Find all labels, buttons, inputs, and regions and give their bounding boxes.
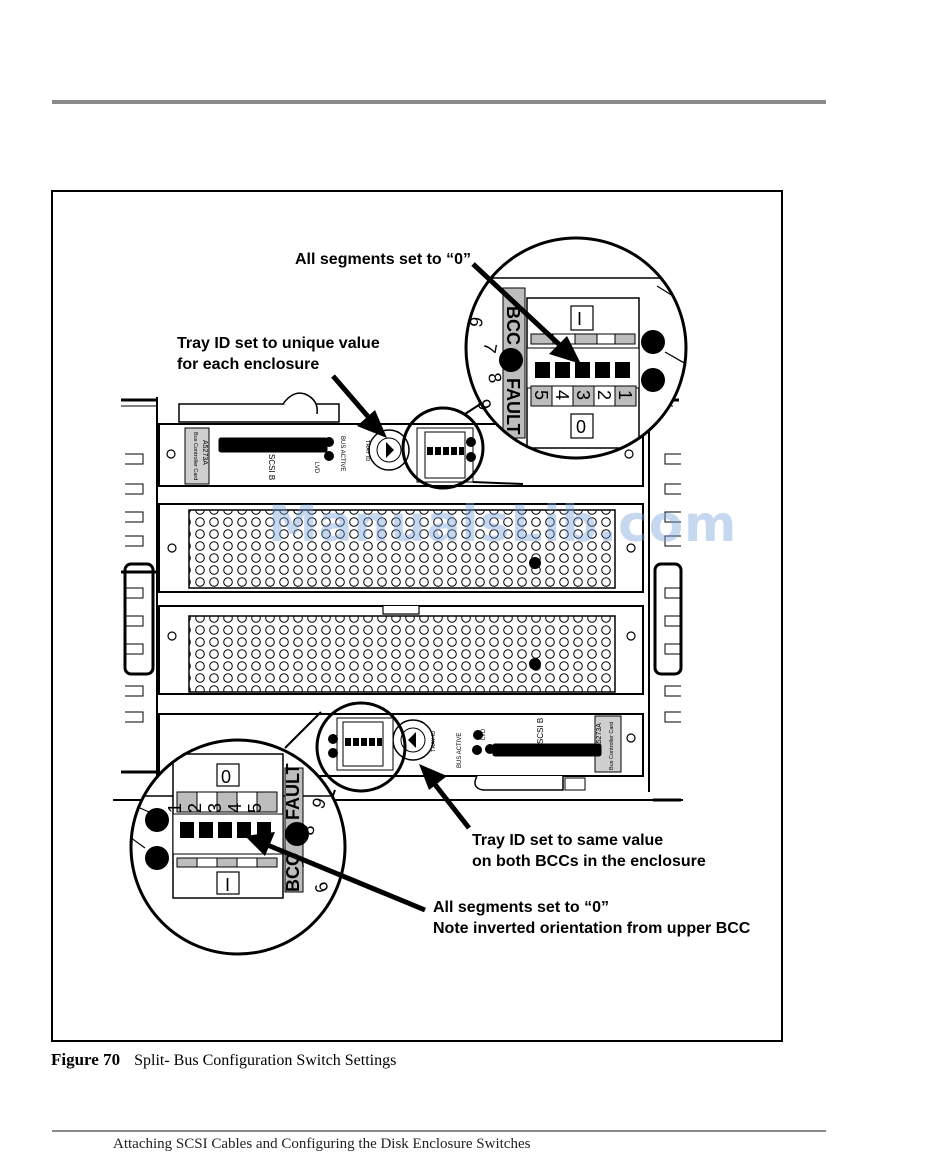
lower-scsi-label: SCSI B [536,718,545,744]
lower-switch-detail-ring [315,701,407,793]
drive-carrier-lower [158,605,644,695]
callout-all-segments-bottom-line1: All segments set to “0” [433,899,610,916]
lower-lvd-label: LVD [481,728,487,740]
upper-lvd-label: LVD [313,462,319,474]
zoom-upper-switch [466,238,686,458]
zoom-top-switch-num-1: 1 [615,390,635,400]
zoom-bottom-on-marker: I [225,875,230,895]
zoom-bottom-off-marker: 0 [221,767,231,787]
upper-card-name: Bus Controller Card [192,432,198,480]
callout-tray-id-same-line1: Tray ID set to same value [472,832,664,849]
callout-all-segments-bottom-line2: Note inverted orientation from upper BCC [433,920,751,937]
zoom-bottom-switch-num-5: 5 [245,803,265,813]
zoom-top-bcc-label: BCC [503,306,523,345]
upper-tray-id-label: TRAY ID [364,440,370,461]
zoom-bottom-switch-num-1: 1 [165,803,185,813]
callout-all-segments-top: All segments set to “0” [295,251,472,268]
drive-carrier-upper [158,503,644,593]
callout-tray-id-same-line2: on both BCCs in the enclosure [472,853,706,870]
enclosure-illustration: A5273A Bus Controller Card SCSI B BUS AC… [113,236,688,956]
enclosure-chassis [121,397,683,802]
zoom-bottom-switch-num-2: 2 [185,803,205,813]
footer-rule [52,1130,826,1132]
callout-tray-id-unique-line1: Tray ID set to unique value [177,335,380,352]
upper-scsi-label: SCSI B [267,454,276,480]
zoom-top-dial-7: 7 [479,341,500,354]
zoom-top-fault-label: FAULT [503,378,523,435]
zoom-bottom-switch-num-4: 4 [225,803,245,813]
zoom-top-dial-8: 8 [484,371,505,384]
zoom-bottom-fault-label: FAULT [283,763,303,820]
zoom-top-on-marker: I [577,309,582,329]
page-footer: Attaching SCSI Cables and Configuring th… [113,1136,531,1152]
watermark: ManualsLib.com [268,495,738,553]
figure-frame: A5273A Bus Controller Card SCSI B BUS AC… [51,190,783,1042]
zoom-top-switch-num-4: 4 [552,390,572,400]
figure-number: Figure 70 [51,1050,121,1069]
upper-switch-detail-ring [401,406,485,490]
figure-caption-text: Split- Bus Configuration Switch Settings [134,1052,397,1069]
lower-card-name: Bus Controller Card [609,722,615,770]
callout-tray-id-unique-line2: for each enclosure [177,356,320,373]
zoom-top-switch-num-5: 5 [531,390,551,400]
figure-caption: Figure 70 Split- Bus Configuration Switch… [51,1050,396,1070]
zoom-top-switch-num-3: 3 [573,390,593,400]
callout-arrows [245,262,581,913]
header-rule [52,100,826,104]
upper-card-model: A5273A [201,440,208,465]
zoom-bottom-bcc-label: BCC [283,853,303,892]
zoom-bottom-switch-num-3: 3 [205,803,225,813]
lower-bus-active-label: BUS ACTIVE [457,733,463,768]
zoom-top-switch-num-2: 2 [594,390,614,400]
lower-card-model: A5273A [596,723,603,748]
zoom-bottom-dial-8: 8 [297,823,318,836]
zoom-top-off-marker: 0 [576,417,586,437]
upper-bus-active-label: BUS ACTIVE [339,436,345,471]
lower-tray-id-label: TRAY ID [431,731,437,752]
